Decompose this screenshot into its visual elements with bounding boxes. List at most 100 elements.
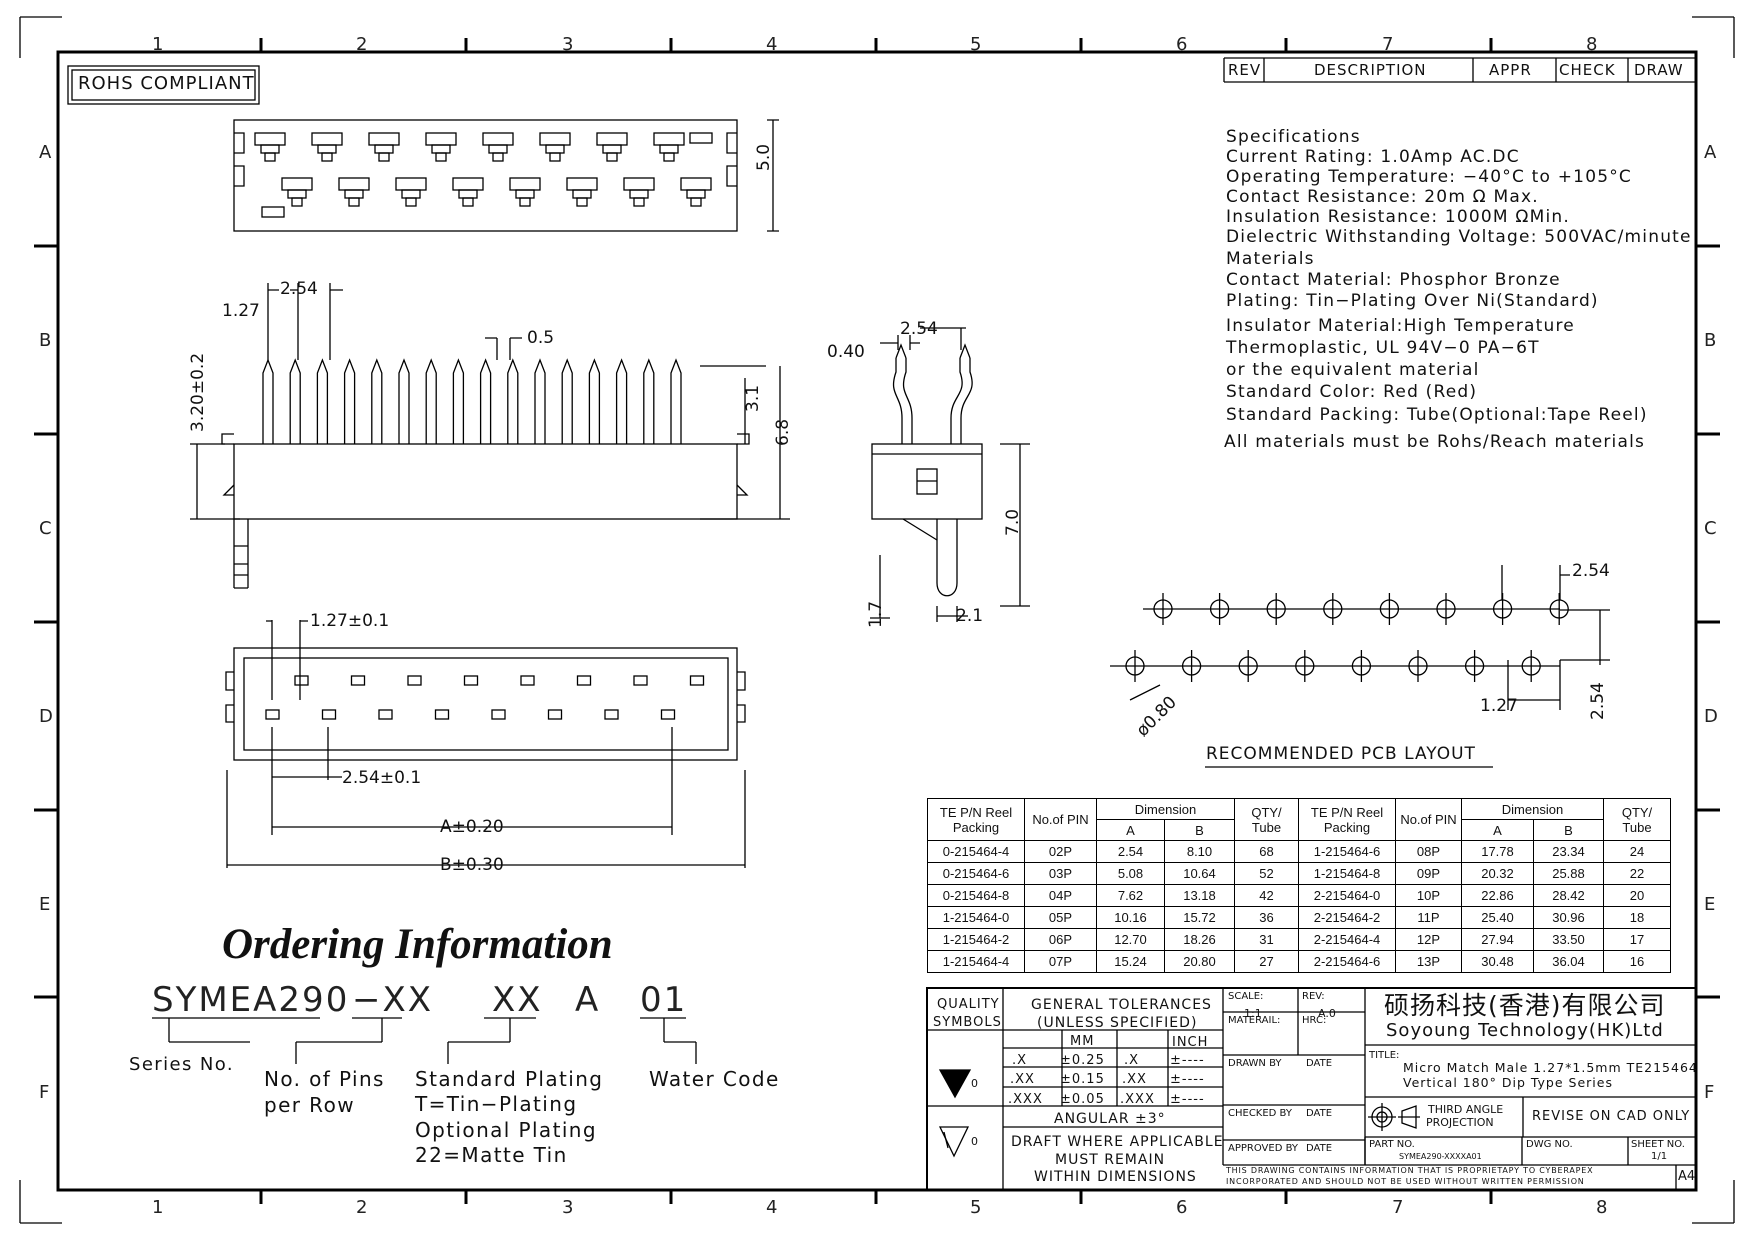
front-pin [452, 358, 465, 444]
zone-top-2: 2 [356, 34, 368, 55]
table-cell: 2-215464-2 [1298, 906, 1396, 929]
material-label: MATERAIL: [1228, 1015, 1281, 1026]
top-contact [515, 189, 535, 199]
table-cell: 1-215464-0 [927, 906, 1025, 929]
top-contact [680, 177, 712, 191]
zone-left-b: B [39, 330, 52, 351]
zone-bottom-6: 6 [1176, 1197, 1188, 1218]
table-cell: 42 [1234, 884, 1299, 907]
front-pin [534, 358, 546, 444]
table-cell: 5.08 [1096, 862, 1165, 885]
table-cell: 12.70 [1096, 928, 1165, 951]
dim-pcb-pitch-y: 2.54 [1588, 682, 1608, 720]
dim-tail: 3.1 [743, 384, 763, 412]
projection-label: PROJECTION [1426, 1116, 1494, 1129]
table-cell: 18 [1603, 906, 1671, 929]
zone-left-d: D [39, 706, 53, 727]
part-no-label: PART NO. [1369, 1139, 1415, 1150]
top-contact [686, 189, 706, 199]
table-cell: 17 [1603, 928, 1671, 951]
front-pin [289, 358, 301, 444]
dim-total-height: 6.8 [773, 418, 793, 446]
dim-pin-width: 0.5 [527, 328, 555, 348]
top-contact [425, 132, 457, 146]
quality-symbol-value: 0 [971, 1135, 978, 1148]
top-contact [566, 177, 598, 191]
bottom-slot [463, 675, 479, 686]
table-cell: 10.16 [1096, 906, 1165, 929]
front-pin [615, 358, 628, 444]
tolerance-subtitle: (UNLESS SPECIFIED) [1037, 1015, 1198, 1031]
order-label-series: Series No. [129, 1054, 234, 1075]
rev-header-description: DESCRIPTION [1314, 61, 1427, 79]
tol-xx-in-label: .XX [1122, 1072, 1147, 1087]
spec-line: Operating Temperature: −40°C to +105°C [1226, 167, 1632, 187]
table-cell: 10P [1395, 884, 1462, 907]
dim-top-height: 5.0 [754, 143, 774, 171]
table-cell: 15.24 [1096, 950, 1165, 973]
front-pin [507, 358, 519, 444]
dim-pin-length: 3.20±0.2 [188, 352, 208, 432]
front-pin [398, 358, 410, 444]
table-cell: 04P [1024, 884, 1097, 907]
top-contact [462, 197, 474, 207]
zone-right-f: F [1704, 1082, 1715, 1103]
table-cell: 24 [1603, 840, 1671, 863]
order-label-plating: 22=Matte Tin [415, 1143, 568, 1167]
table-cell: 13.18 [1164, 884, 1235, 907]
table-cell: 20.80 [1164, 950, 1235, 973]
table-cell: 16 [1603, 950, 1671, 973]
draft-note: MUST REMAIN [1055, 1152, 1166, 1168]
bottom-slot [660, 709, 676, 720]
top-contact [488, 144, 508, 154]
table-cell: 1-215464-2 [927, 928, 1025, 951]
table-cell: 1-215464-6 [1298, 840, 1396, 863]
top-contact [435, 152, 447, 162]
spec-line: Insulator Material:High Temperature [1226, 316, 1575, 336]
top-contact [653, 132, 685, 146]
table-header-a: A [1096, 819, 1165, 841]
rohs-badge: ROHS COMPLIANT [78, 73, 255, 94]
table-header-b: B [1533, 819, 1604, 841]
part-no-value: SYMEA290-XXXXA01 [1399, 1152, 1482, 1161]
table-header-a: A [1461, 819, 1534, 841]
tol-xxx-mm: ±0.05 [1060, 1092, 1105, 1107]
top-contact [663, 152, 675, 162]
top-contact [311, 132, 343, 146]
front-pin [479, 358, 492, 444]
rev-header-check: CHECK [1559, 61, 1616, 79]
table-cell: 10.64 [1164, 862, 1235, 885]
checked-date-label: DATE [1306, 1108, 1333, 1119]
top-contact [458, 189, 478, 199]
order-label-water: Water Code [649, 1067, 780, 1091]
spec-line: Standard Packing: Tube(Optional:Tape Ree… [1226, 405, 1648, 425]
table-cell: 12P [1395, 928, 1462, 951]
table-header-b: B [1164, 819, 1235, 841]
top-contact [395, 177, 427, 191]
dim-pcb-pitch-x: 2.54 [1572, 561, 1610, 581]
top-contact [431, 144, 451, 154]
table-cell: 2-215464-6 [1298, 950, 1396, 973]
tol-x: .X [1012, 1053, 1028, 1068]
top-contact [482, 132, 514, 146]
order-label-plating: Optional Plating [415, 1118, 597, 1142]
table-cell: 2-215464-4 [1298, 928, 1396, 951]
draft-note: DRAFT WHERE APPLICABLE [1011, 1134, 1224, 1150]
top-contact [291, 197, 303, 207]
table-cell: 18.26 [1164, 928, 1235, 951]
rev-value: A.0 [1318, 1007, 1336, 1020]
front-pin [425, 358, 437, 444]
zone-left-a: A [39, 142, 52, 163]
tol-angular: ANGULAR ±3° [1054, 1111, 1166, 1127]
zone-top-3: 3 [562, 34, 574, 55]
zone-left-f: F [39, 1082, 50, 1103]
bottom-slot [378, 709, 393, 720]
dim-side-pin: 0.40 [827, 342, 865, 362]
bottom-slot [689, 675, 705, 686]
top-contact [659, 144, 679, 154]
dim-b: B±0.30 [440, 855, 504, 875]
